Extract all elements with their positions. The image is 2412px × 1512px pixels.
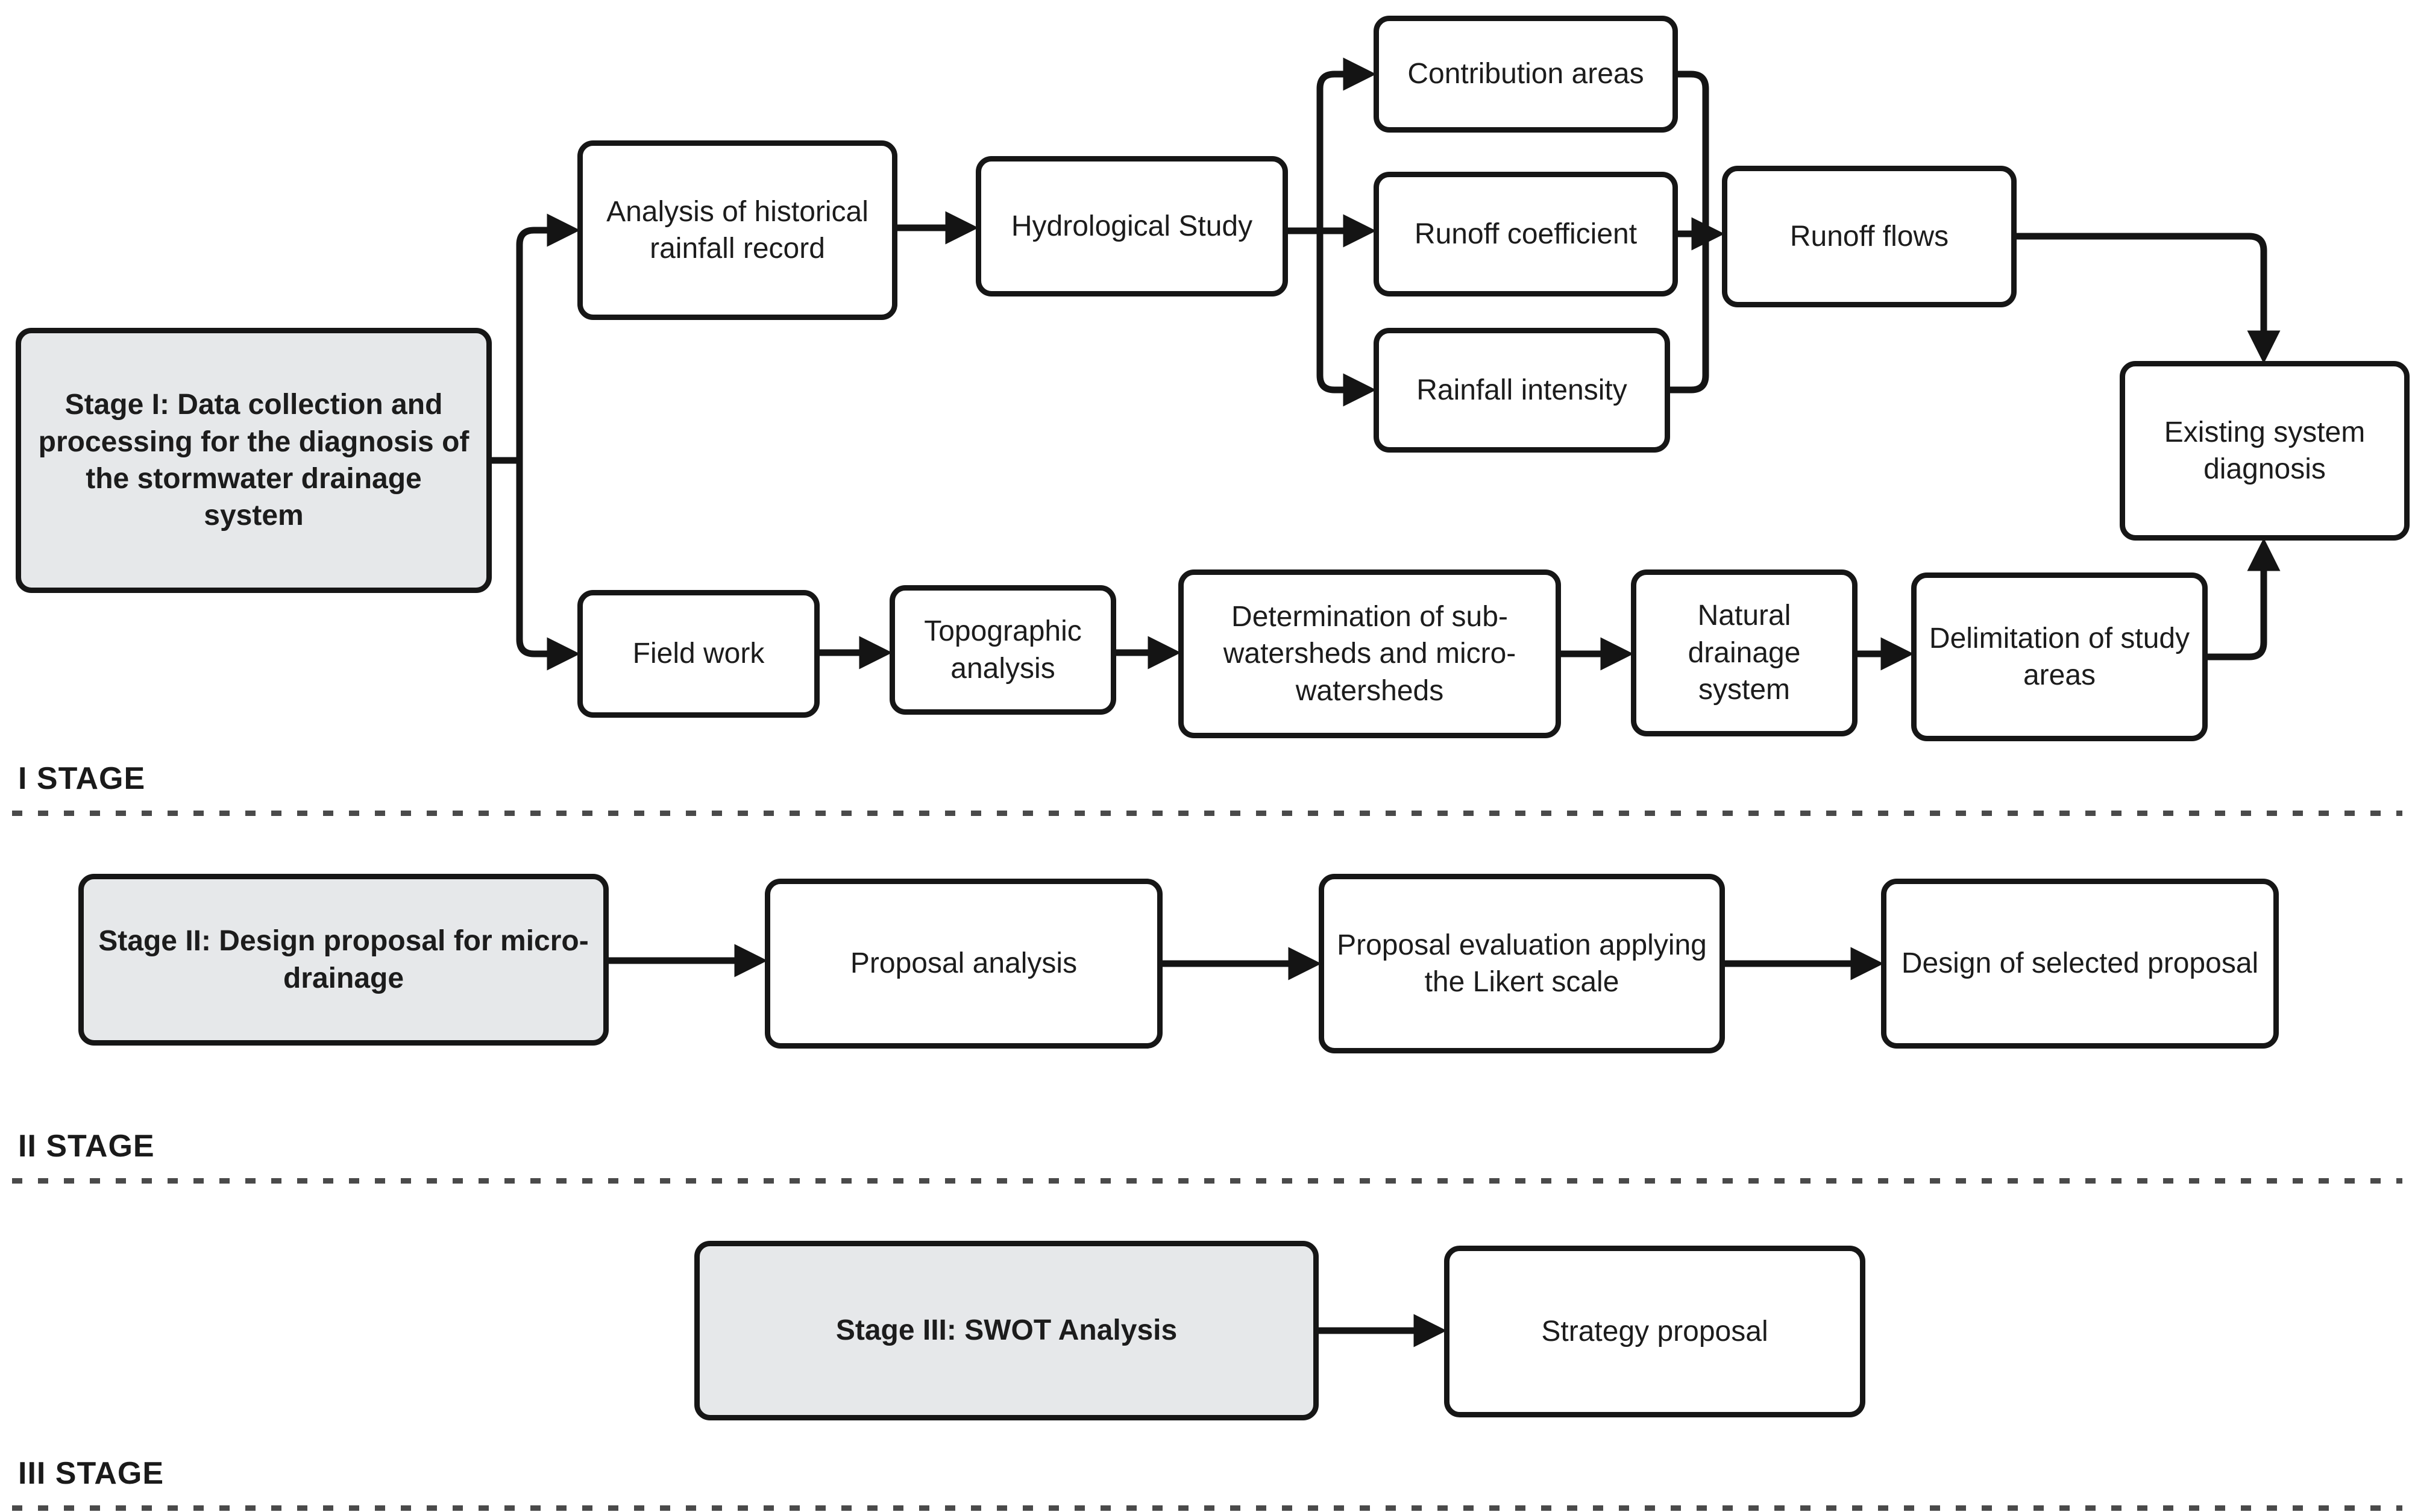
node-topographic-analysis-label: Topographic analysis — [924, 615, 1082, 685]
node-stage3: Stage III: SWOT Analysis — [694, 1241, 1319, 1420]
stage-divider-line-1 — [12, 811, 2402, 816]
node-natural-drainage-system: Natural drainage system — [1631, 569, 1858, 736]
node-strategy-proposal: Strategy proposal — [1444, 1246, 1865, 1417]
stage-divider-line-3 — [12, 1505, 2402, 1511]
node-analysis-historical-rainfall-label: Analysis of historical rainfall record — [606, 195, 868, 265]
node-stage1-label: Stage I: Data collection and processing … — [38, 389, 470, 532]
node-proposal-evaluation-likert: Proposal evaluation applying the Likert … — [1319, 874, 1725, 1053]
node-contribution-areas: Contribution areas — [1374, 16, 1678, 133]
node-rainfall-intensity: Rainfall intensity — [1374, 328, 1670, 453]
flow-arrow-hydrological-study-to-rainfall-intensity — [1316, 231, 1377, 407]
node-natural-drainage-system-label: Natural drainage system — [1688, 600, 1801, 706]
node-design-selected-proposal-label: Design of selected proposal — [1901, 947, 2259, 980]
flow-arrow-hydrological-study-to-contribution-areas — [1316, 57, 1377, 231]
stage-divider-label-3: III STAGE — [18, 1456, 165, 1491]
node-delimitation-study-areas: Delimitation of study areas — [1911, 572, 2208, 741]
stage-divider-line-2 — [12, 1178, 2402, 1184]
node-runoff-flows-label: Runoff flows — [1789, 220, 1949, 253]
node-hydrological-study: Hydrological Study — [976, 156, 1288, 296]
flow-arrow-delimitation-study-areas-to-existing-system-diagnosis — [2208, 538, 2281, 660]
node-topographic-analysis: Topographic analysis — [890, 585, 1116, 715]
node-runoff-coefficient: Runoff coefficient — [1374, 172, 1678, 296]
node-runoff-coefficient-label: Runoff coefficient — [1414, 218, 1638, 250]
stage-divider-label-1: I STAGE — [18, 761, 146, 796]
node-determination-watersheds: Determination of sub-watersheds and micr… — [1178, 569, 1561, 738]
node-proposal-analysis: Proposal analysis — [765, 879, 1163, 1049]
node-existing-system-diagnosis: Existing system diagnosis — [2120, 361, 2410, 541]
node-contribution-areas-label: Contribution areas — [1407, 58, 1644, 90]
node-strategy-proposal-label: Strategy proposal — [1541, 1315, 1768, 1347]
stage-divider-label-2: II STAGE — [18, 1129, 155, 1164]
flow-arrow-runoff-flows-to-existing-system-diagnosis — [2017, 233, 2281, 364]
flow-arrow-stage1-to-field-work — [516, 460, 580, 671]
flow-arrow-rainfall-intensity-to-merge-junction — [1670, 234, 1709, 394]
node-rainfall-intensity-label: Rainfall intensity — [1416, 374, 1627, 406]
node-design-selected-proposal: Design of selected proposal — [1881, 879, 2279, 1049]
flow-arrow-stage1-to-analysis-historical-rainfall — [516, 213, 580, 460]
node-field-work-label: Field work — [632, 638, 765, 670]
node-field-work: Field work — [577, 590, 820, 718]
node-stage2-label: Stage II: Design proposal for micro-drai… — [98, 925, 589, 994]
node-determination-watersheds-label: Determination of sub-watersheds and micr… — [1223, 600, 1516, 707]
node-proposal-evaluation-likert-label: Proposal evaluation applying the Likert … — [1337, 929, 1707, 998]
node-stage3-label: Stage III: SWOT Analysis — [835, 1314, 1178, 1347]
node-runoff-flows: Runoff flows — [1722, 166, 2017, 307]
node-hydrological-study-label: Hydrological Study — [1011, 210, 1253, 242]
node-proposal-analysis-label: Proposal analysis — [850, 947, 1078, 980]
node-existing-system-diagnosis-label: Existing system diagnosis — [2164, 416, 2366, 485]
node-stage1: Stage I: Data collection and processing … — [16, 328, 492, 593]
node-analysis-historical-rainfall: Analysis of historical rainfall record — [577, 140, 897, 320]
flow-arrow-contribution-areas-to-merge-junction — [1678, 71, 1709, 234]
node-stage2: Stage II: Design proposal for micro-drai… — [78, 874, 609, 1046]
node-delimitation-study-areas-label: Delimitation of study areas — [1929, 622, 2190, 691]
